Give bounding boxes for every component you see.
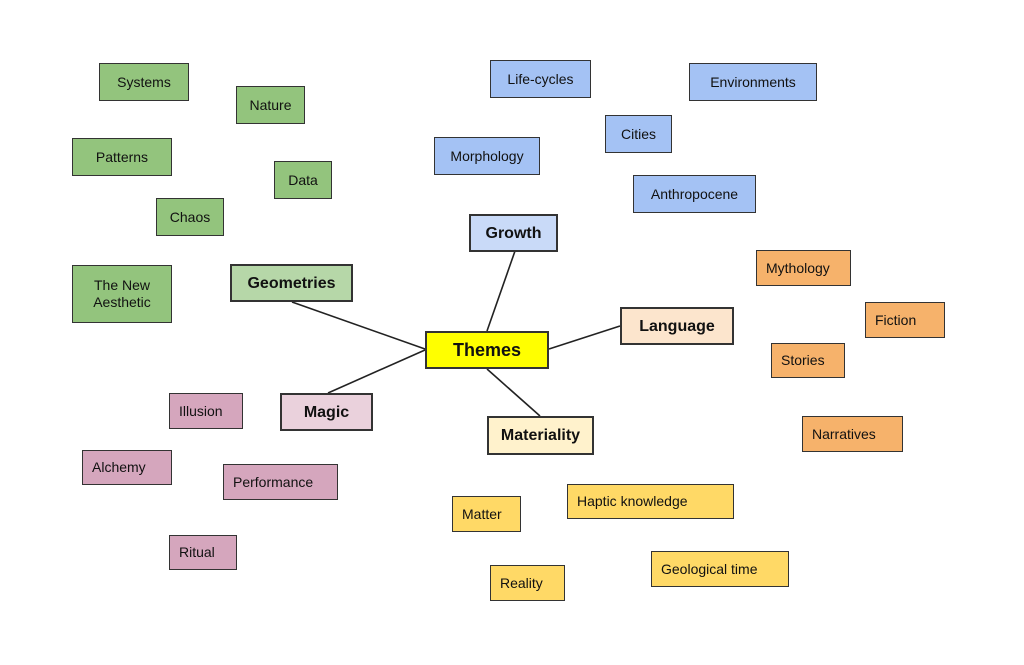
node-label: Reality [500, 574, 543, 591]
node-label: Matter [462, 505, 502, 522]
node-item-the-new-aesthetic[interactable]: The New Aesthetic [72, 265, 172, 323]
node-label: Mythology [766, 259, 830, 276]
node-item-mythology[interactable]: Mythology [756, 250, 851, 286]
node-branch-materiality[interactable]: Materiality [487, 416, 594, 455]
link-themes-language [548, 325, 621, 350]
node-item-morphology[interactable]: Morphology [434, 137, 540, 175]
node-label: Fiction [875, 311, 917, 328]
node-branch-language[interactable]: Language [620, 307, 734, 345]
link-themes-growth [486, 250, 516, 332]
node-label: Systems [117, 73, 171, 90]
node-item-performance[interactable]: Performance [223, 464, 338, 500]
node-label: Morphology [450, 147, 524, 164]
node-label: Patterns [95, 148, 149, 165]
node-label: Cities [620, 125, 656, 142]
node-item-chaos[interactable]: Chaos [156, 198, 224, 236]
node-label: Growth [485, 224, 542, 242]
node-item-reality[interactable]: Reality [490, 565, 565, 601]
node-branch-magic[interactable]: Magic [280, 393, 373, 431]
node-item-environments[interactable]: Environments [689, 63, 817, 101]
node-item-life-cycles[interactable]: Life-cycles [490, 60, 591, 98]
node-item-cities[interactable]: Cities [605, 115, 672, 153]
node-label: Life-cycles [507, 70, 574, 87]
node-item-anthropocene[interactable]: Anthropocene [633, 175, 756, 213]
node-label: Ritual [179, 544, 215, 560]
node-label: Illusion [179, 402, 223, 419]
link-themes-magic [327, 349, 426, 394]
node-branch-growth[interactable]: Growth [469, 214, 558, 252]
node-item-fiction[interactable]: Fiction [865, 302, 945, 338]
node-label: Alchemy [92, 459, 146, 475]
node-item-illusion[interactable]: Illusion [169, 393, 243, 429]
node-item-matter[interactable]: Matter [452, 496, 521, 532]
node-label: Materiality [500, 427, 581, 444]
node-item-geological-time[interactable]: Geological time [651, 551, 789, 587]
node-branch-geometries[interactable]: Geometries [230, 264, 353, 302]
node-label: Magic [303, 403, 350, 421]
node-label: Data [288, 171, 318, 188]
node-label: Anthropocene [650, 185, 739, 202]
node-item-stories[interactable]: Stories [771, 343, 845, 378]
node-item-haptic-knowledge[interactable]: Haptic knowledge [567, 484, 734, 519]
node-label: Chaos [169, 208, 211, 225]
node-label: Narratives [812, 425, 876, 442]
node-label: Performance [233, 473, 314, 490]
node-center-themes[interactable]: Themes [425, 331, 549, 369]
link-themes-materiality [486, 368, 541, 417]
node-item-patterns[interactable]: Patterns [72, 138, 172, 176]
node-item-narratives[interactable]: Narratives [802, 416, 903, 452]
node-label: Nature [249, 96, 292, 113]
node-label: Language [639, 317, 715, 335]
node-item-systems[interactable]: Systems [99, 63, 189, 101]
node-item-ritual[interactable]: Ritual [169, 535, 237, 570]
node-label: Themes [452, 339, 522, 360]
node-label: Environments [710, 73, 796, 90]
node-label: Geometries [247, 274, 336, 292]
node-item-nature[interactable]: Nature [236, 86, 305, 124]
node-label: Haptic knowledge [577, 493, 688, 509]
link-themes-geometries [291, 301, 426, 350]
node-label: Geological time [661, 560, 758, 577]
node-label: The New Aesthetic [93, 277, 151, 310]
node-item-alchemy[interactable]: Alchemy [82, 450, 172, 485]
node-label: Stories [781, 352, 825, 368]
node-item-data[interactable]: Data [274, 161, 332, 199]
